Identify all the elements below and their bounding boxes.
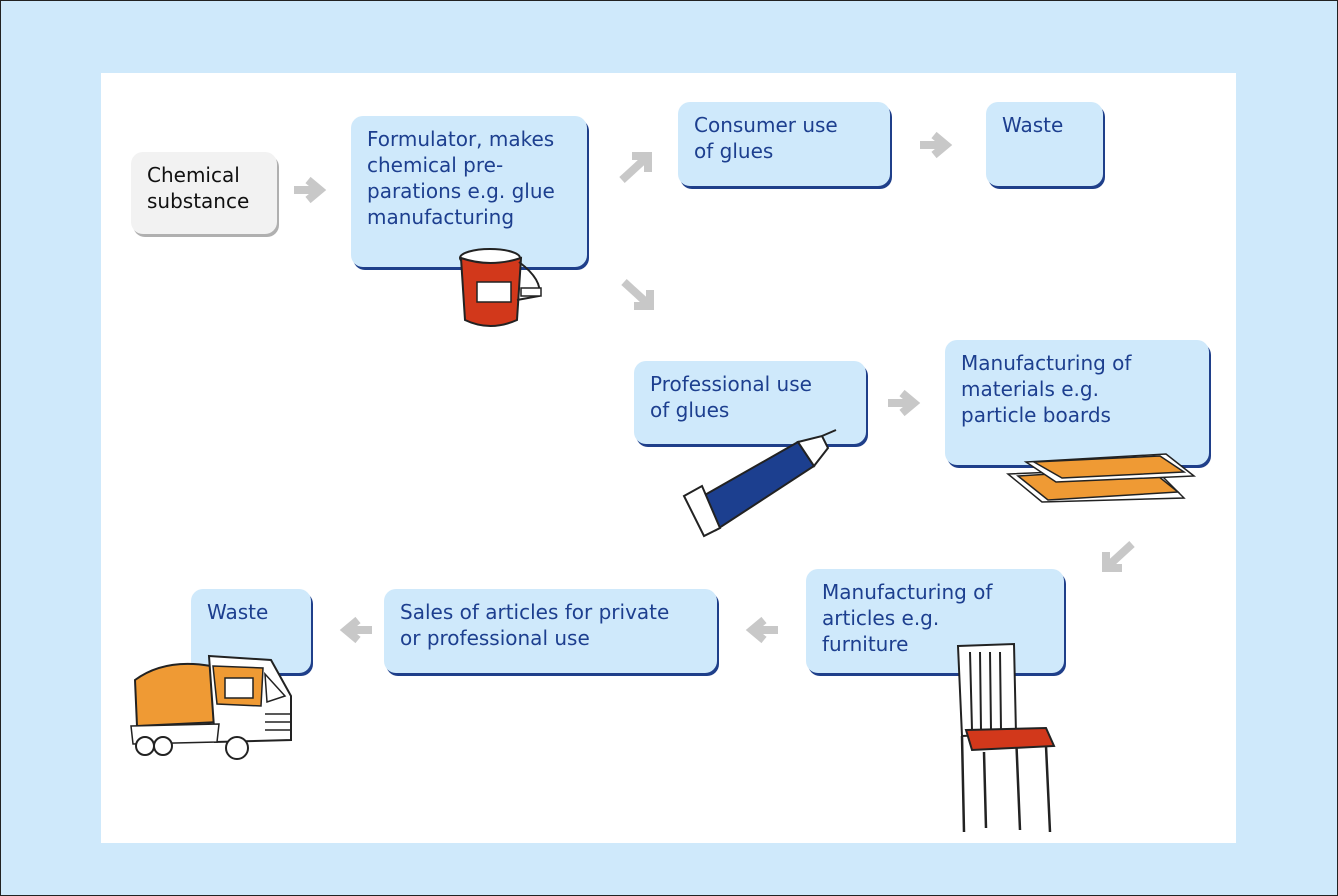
- arrow-right-icon: [918, 130, 958, 160]
- node-professional-use: Professional use of glues: [634, 361, 866, 444]
- node-waste-top: Waste: [986, 102, 1103, 186]
- arrow-up-right-icon: [618, 150, 656, 184]
- node-manufacturing-materials: Manufacturing of materials e.g. particle…: [945, 340, 1209, 465]
- chair-icon: [950, 642, 1062, 838]
- arrow-right-icon: [886, 388, 926, 418]
- particle-boards-icon: [1004, 452, 1199, 512]
- arrow-left-icon: [740, 615, 780, 645]
- glue-tube-icon: [680, 428, 840, 538]
- node-chemical-substance: Chemical substance: [131, 152, 277, 234]
- node-sales-articles: Sales of articles for private or profess…: [384, 589, 717, 673]
- node-manufacturing-articles: Manufacturing of articles e.g. furniture: [806, 569, 1064, 673]
- paint-bucket-icon: [455, 244, 550, 334]
- arrow-right-icon: [292, 175, 332, 205]
- truck-icon: [125, 644, 300, 764]
- arrow-down-right-icon: [620, 278, 658, 312]
- node-formulator: Formulator, makes chemical pre- paration…: [351, 116, 587, 267]
- node-consumer-use: Consumer use of glues: [678, 102, 890, 186]
- arrow-left-icon: [334, 615, 374, 645]
- arrow-down-left-icon: [1100, 540, 1136, 574]
